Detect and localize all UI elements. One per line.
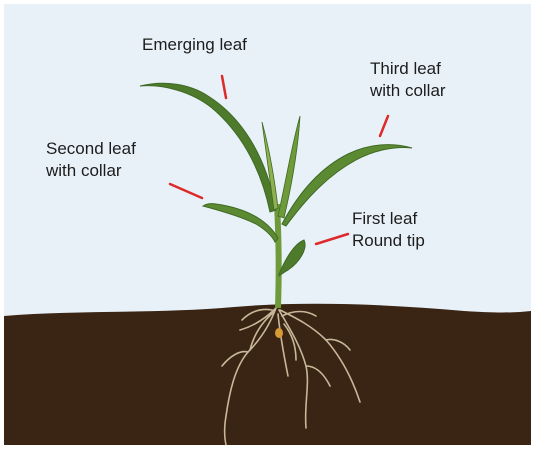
first-leaf — [279, 240, 305, 276]
label-second-leaf-line-2: with collar — [46, 160, 136, 182]
label-emerging-leaf-line-1: Emerging leaf — [142, 34, 247, 56]
label-second-leaf: Second leaf with collar — [46, 138, 136, 182]
diagram-frame: Emerging leaf Third leaf with collar Sec… — [4, 4, 531, 445]
pointer-emerging — [222, 76, 226, 98]
label-first-leaf: First leaf Round tip — [352, 208, 425, 252]
emerging-leaf — [140, 83, 276, 212]
stem — [274, 204, 282, 308]
seed — [275, 328, 283, 338]
second-leaf — [203, 204, 278, 242]
label-first-leaf-line-2: Round tip — [352, 230, 425, 252]
label-emerging-leaf: Emerging leaf — [142, 34, 247, 56]
pointer-third — [380, 116, 388, 136]
pointer-first — [316, 234, 348, 244]
plant-illustration — [4, 4, 531, 445]
label-third-leaf-line-1: Third leaf — [370, 58, 446, 80]
label-second-leaf-line-1: Second leaf — [46, 138, 136, 160]
label-first-leaf-line-1: First leaf — [352, 208, 425, 230]
label-third-leaf-line-2: with collar — [370, 80, 446, 102]
label-third-leaf: Third leaf with collar — [370, 58, 446, 102]
pointer-second — [170, 184, 202, 198]
